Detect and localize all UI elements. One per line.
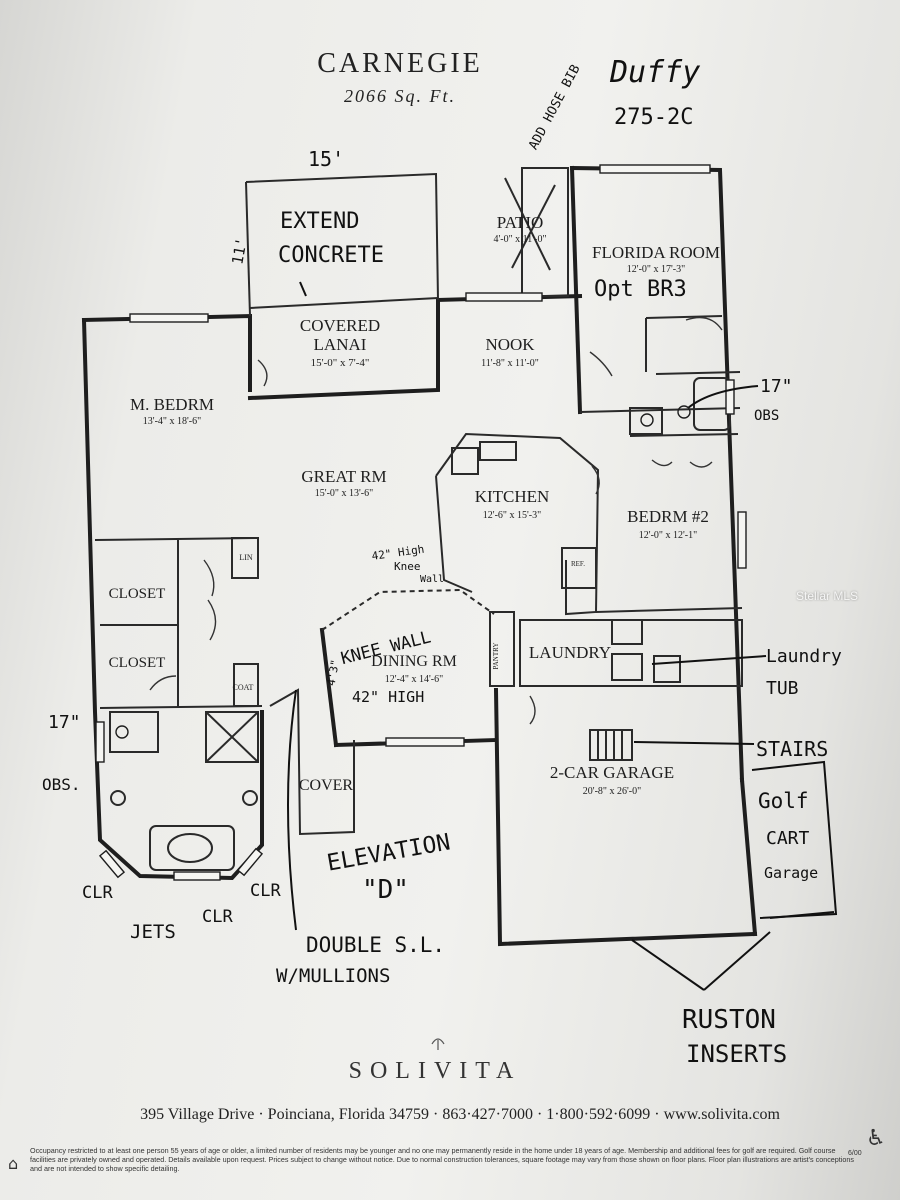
bedroom-2-name: BEDRM #2	[627, 507, 709, 526]
note-opt-br3: Opt BR3	[594, 277, 687, 302]
note-hose-bib: ADD HOSE BIB	[526, 62, 583, 152]
garage-dims: 20'-8" x 26'-0"	[583, 786, 641, 797]
note-obs-right: OBS	[754, 408, 779, 424]
note-jets: JETS	[130, 921, 176, 943]
note-laundry-tub-1: Laundry	[766, 646, 842, 667]
closet-2-name: CLOSET	[109, 655, 166, 671]
refrigerator-label: REF.	[571, 560, 585, 568]
note-obs-17-right: 17"	[760, 376, 793, 397]
footer-fine-print: Occupancy restricted to at least one per…	[30, 1146, 854, 1173]
kitchen-name: KITCHEN	[475, 487, 550, 506]
solivita-logo: SOLIVITA	[348, 1058, 522, 1084]
footer-address: 395 Village Drive · Poinciana, Florida 3…	[140, 1106, 780, 1123]
note-obs-17-left: 17"	[48, 712, 81, 733]
great-room-name: GREAT RM	[301, 467, 386, 486]
note-knee-high-3: Wall	[420, 574, 444, 585]
nook-name: NOOK	[485, 335, 535, 354]
cover-name: COVER	[299, 777, 354, 794]
linen-closet-label: LIN	[239, 553, 253, 562]
dining-room-dims: 12'-4" x 14'-6"	[385, 674, 443, 685]
note-duffy: Duffy	[609, 55, 700, 90]
nook-dims: 11'-8" x 11'-0"	[481, 358, 539, 369]
patio-dims: 4'-0" x 11'-0"	[493, 234, 546, 245]
note-golf-2: CART	[766, 828, 810, 849]
footer-date-code: 6/00	[848, 1150, 862, 1157]
room-labels: COVERED LANAI 15'-0" x 7'-4" PATIO 4'-0"…	[109, 213, 720, 797]
equal-housing-icon: ⌂	[8, 1154, 19, 1173]
dining-room-name: DINING RM	[371, 653, 457, 670]
note-dim-4-3: 4'3"	[325, 658, 342, 686]
note-dining-height: 42" HIGH	[352, 688, 424, 706]
interior-walls	[94, 167, 743, 871]
bedroom-2-dims: 12'-0" x 12'-1"	[639, 530, 697, 541]
windows	[95, 164, 747, 881]
note-clr-right: CLR	[250, 881, 281, 901]
note-mullions: W/MULLIONS	[276, 965, 390, 987]
accessibility-icon: ♿	[866, 1126, 886, 1151]
note-ruston: RUSTON	[682, 1005, 776, 1035]
lanai-name-1: COVERED	[300, 316, 380, 335]
master-bedroom-dims: 13'-4" x 18'-6"	[143, 416, 201, 427]
garage-name: 2-CAR GARAGE	[550, 763, 674, 782]
door-swings	[149, 316, 723, 725]
mls-watermark: Stellar MLS	[796, 589, 859, 603]
pantry-label: PANTRY	[492, 643, 500, 670]
pen-markups	[287, 281, 838, 991]
note-elevation-1: ELEVATION	[325, 829, 452, 876]
note-concrete: CONCRETE	[278, 243, 384, 268]
lanai-dims: 15'-0" x 7'-4"	[311, 357, 370, 369]
plan-title: Carnegie	[317, 48, 483, 79]
master-bedroom-name: M. BEDRM	[130, 395, 214, 414]
note-elevation-2: "D"	[362, 875, 409, 905]
note-laundry-tub-2: TUB	[766, 678, 799, 699]
note-stairs: STAIRS	[756, 737, 828, 761]
coat-closet-label: COAT	[233, 683, 254, 692]
note-clr-left: CLR	[82, 883, 113, 903]
note-dim-11: 11'	[228, 236, 250, 266]
fixtures	[115, 405, 691, 739]
note-clr-mid: CLR	[202, 907, 233, 927]
solivita-logo-mark	[431, 1038, 445, 1050]
closet-1-name: CLOSET	[109, 586, 166, 602]
patio-name: PATIO	[497, 213, 544, 232]
note-knee-high-2: Knee	[394, 560, 421, 573]
plan-square-feet: 2066 Sq. Ft.	[344, 86, 456, 106]
note-golf-1: Golf	[758, 789, 809, 813]
kitchen-dims: 12'-6" x 15'-3"	[483, 510, 541, 521]
great-room-dims: 15'-0" x 13'-6"	[315, 488, 373, 499]
laundry-name: LAUNDRY	[529, 643, 611, 662]
florida-room-name: FLORIDA ROOM	[592, 243, 720, 262]
note-extend: EXTEND	[280, 209, 359, 234]
lanai-name-2: LANAI	[314, 335, 367, 354]
note-obs-left: OBS.	[42, 775, 81, 794]
note-inserts: INSERTS	[686, 1040, 787, 1068]
florida-room-dims: 12'-0" x 17'-3"	[627, 264, 685, 275]
note-double-sl: DOUBLE S.L.	[306, 933, 445, 957]
note-dim-15: 15'	[308, 147, 344, 171]
note-lot-number: 275-2C	[614, 105, 693, 130]
note-golf-3: Garage	[764, 864, 818, 882]
